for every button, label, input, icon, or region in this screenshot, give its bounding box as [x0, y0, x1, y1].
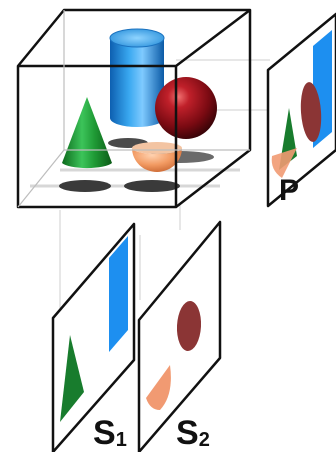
plane-s1-subscript: 1	[116, 429, 127, 451]
cylinder-object	[109, 28, 165, 127]
hemisphere-object	[132, 142, 182, 172]
s2-half-disc-projection	[146, 365, 171, 410]
plane-s1: S1	[51, 222, 136, 452]
svg-text:S1: S1	[93, 414, 127, 452]
sphere-object	[155, 77, 217, 139]
plane-s1-label: S	[93, 414, 116, 452]
plane-p: P	[266, 12, 336, 208]
cone-object	[62, 97, 112, 169]
s1-rectangle-projection	[109, 236, 128, 352]
s2-ellipse-projection	[176, 301, 202, 351]
s1-triangle-projection	[60, 335, 84, 422]
plane-s2: S2	[137, 220, 222, 452]
p-half-disc-projection	[271, 148, 297, 178]
p-ellipse-projection	[300, 82, 322, 142]
plane-s2-label: S	[176, 414, 199, 452]
box-hidden-edges	[17, 10, 250, 208]
plane-s2-subscript: 2	[199, 429, 210, 451]
svg-text:S2: S2	[176, 414, 210, 452]
plane-p-label: P	[279, 174, 299, 207]
